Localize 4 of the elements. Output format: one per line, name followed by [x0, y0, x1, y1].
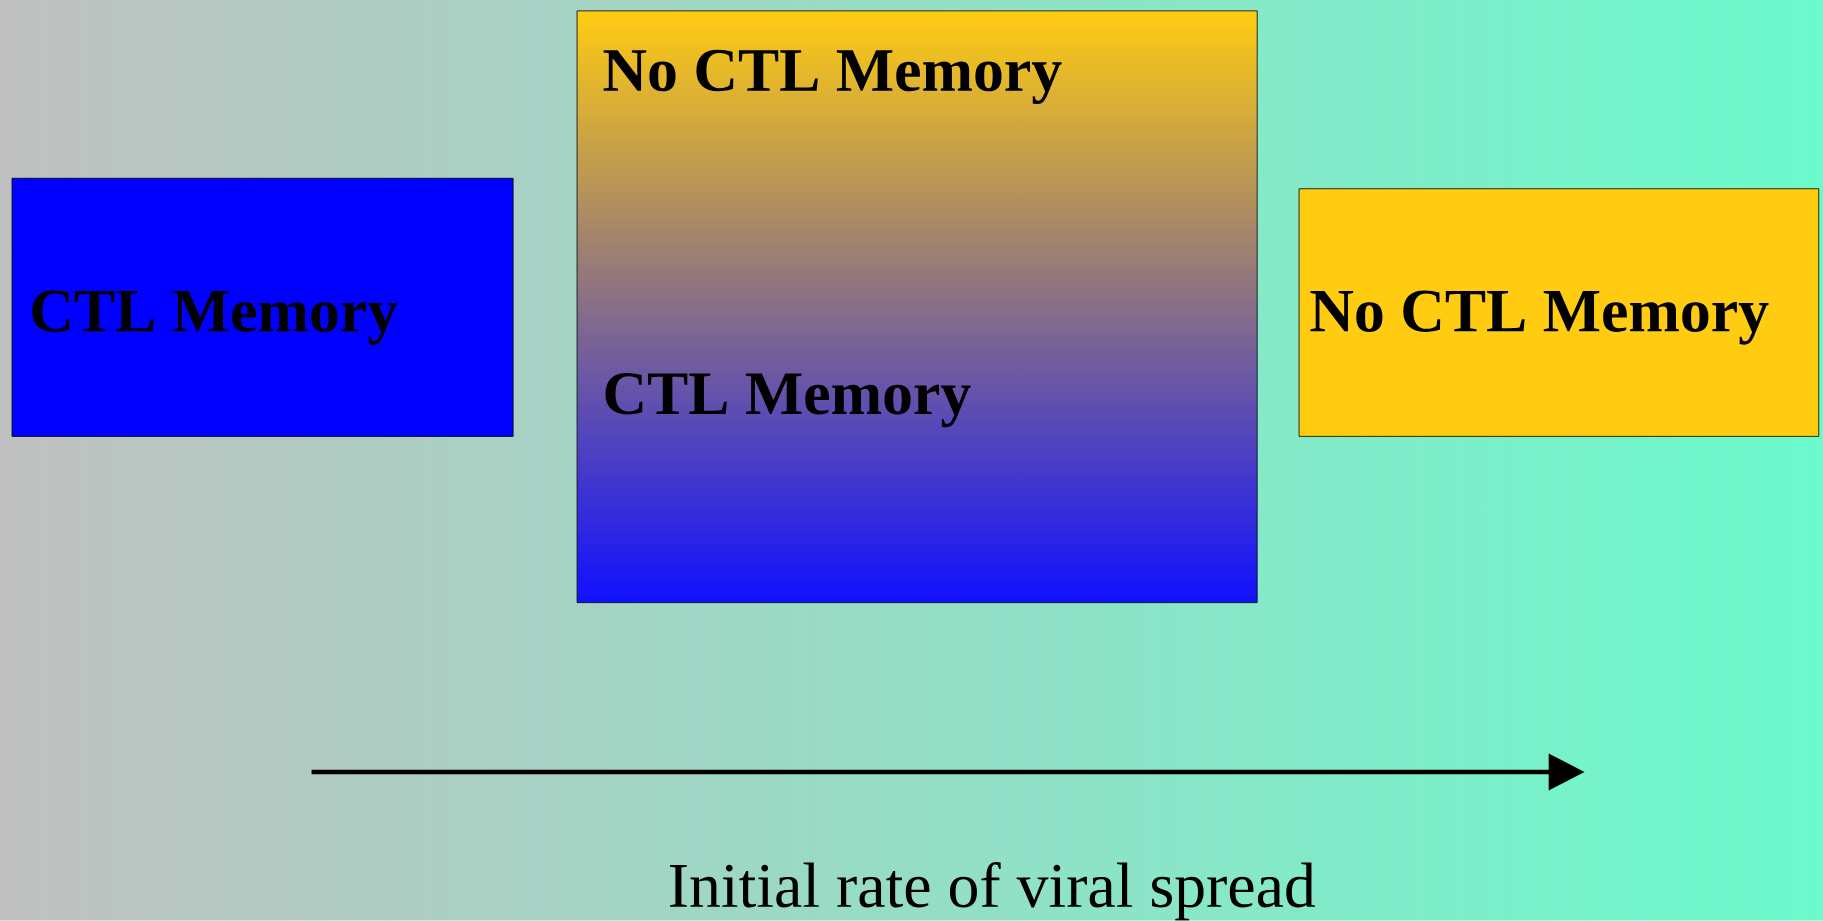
- memory-box: No CTL Memory CTL Memory: [576, 10, 1258, 604]
- axis-label: Initial rate of viral spread: [670, 862, 1316, 921]
- memory-box: No CTL Memory: [1298, 188, 1820, 437]
- memory-box: CTL Memory: [11, 178, 514, 437]
